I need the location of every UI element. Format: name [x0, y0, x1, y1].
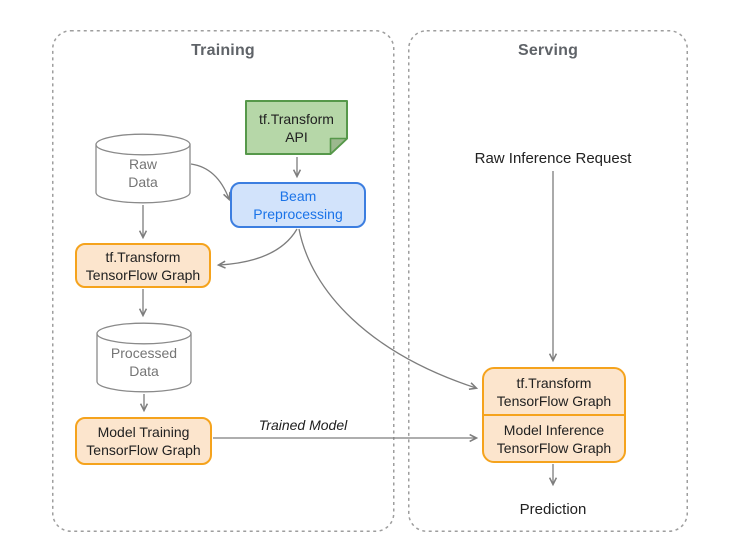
raw-inference-request-label: Raw Inference Request: [474, 150, 632, 167]
node-label: Raw Data: [128, 156, 158, 190]
node-tf-transform-graph-training: tf.Transform TensorFlow Graph: [75, 243, 211, 288]
node-label: Beam Preprocessing: [253, 188, 343, 222]
cylinder-shape: [96, 322, 192, 393]
node-tf-transform-api: tf.Transform API: [245, 100, 348, 155]
node-model-inference-graph: Model Inference TensorFlow Graph: [484, 414, 624, 461]
prediction-label: Prediction: [519, 501, 587, 518]
node-serving-graph-stack: tf.Transform TensorFlow Graph Model Infe…: [482, 367, 626, 463]
node-beam-preprocessing: Beam Preprocessing: [230, 182, 366, 228]
node-label: Processed Data: [110, 345, 178, 379]
node-label: tf.Transform TensorFlow Graph: [85, 248, 201, 283]
note-shape: [245, 100, 348, 155]
node-label: Model Training TensorFlow Graph: [86, 424, 201, 458]
serving-container: [408, 30, 688, 532]
node-raw-data: Raw Data: [95, 133, 191, 204]
node-processed-data: Processed Data: [96, 322, 192, 393]
serving-section-title: Serving: [517, 42, 579, 59]
cylinder-shape: [95, 133, 191, 204]
node-model-training-graph: Model Training TensorFlow Graph: [75, 417, 212, 465]
trained-model-label: Trained Model: [258, 417, 348, 433]
node-tf-transform-graph-serving: tf.Transform TensorFlow Graph: [496, 374, 612, 409]
training-container: [52, 30, 395, 532]
node-label: tf.Transform API: [259, 110, 334, 145]
training-section-title: Training: [191, 42, 255, 59]
connector-beam-to-tftransform: [216, 228, 298, 269]
connector-beam-to-serving-graph: [298, 228, 479, 391]
connector-rawdata-to-beam: [190, 163, 231, 202]
